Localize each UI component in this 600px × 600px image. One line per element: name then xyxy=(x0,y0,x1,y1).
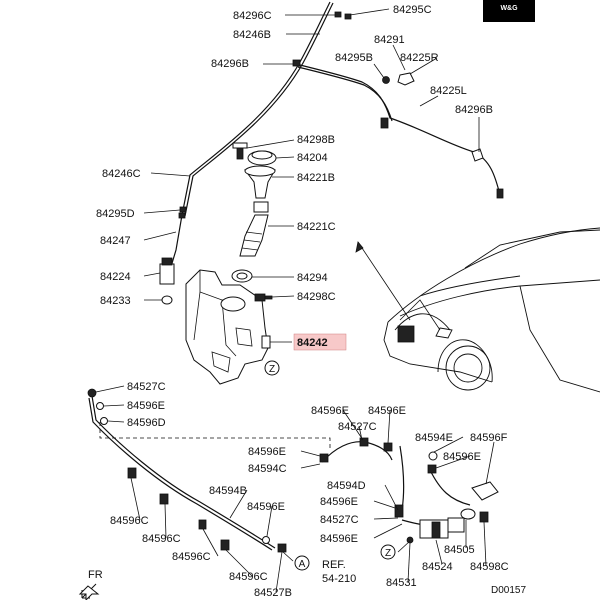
diagram-code: D00157 xyxy=(491,585,526,596)
ref-code: 54-210 xyxy=(322,573,356,585)
callout-z-lower-text: Z xyxy=(385,548,391,559)
label-84598C: 84598C xyxy=(470,561,509,573)
label-84594B: 84594B xyxy=(209,485,247,497)
label-84224: 84224 xyxy=(100,271,131,283)
label-84527B: 84527B xyxy=(254,587,292,599)
label-84596C-c: 84596C xyxy=(172,551,211,563)
label-84294: 84294 xyxy=(297,272,328,284)
label-84596E-a: 84596E xyxy=(127,400,165,412)
label-84527C-c: 84527C xyxy=(320,514,359,526)
label-84596C-d: 84596C xyxy=(229,571,268,583)
label-84594E: 84594E xyxy=(415,432,453,444)
label-84225L: 84225L xyxy=(430,85,467,97)
label-84596E-c: 84596E xyxy=(368,405,406,417)
label-84527C-b: 84527C xyxy=(338,421,377,433)
highlight-84242 xyxy=(293,333,347,351)
front-label: FR xyxy=(88,569,103,581)
label-84246B: 84246B xyxy=(233,29,271,41)
callout-z-lower: Z xyxy=(380,544,396,560)
part-labels: 84296C 84295C 84246B 84291 84296B 84295B… xyxy=(96,4,526,599)
label-84296B-a: 84296B xyxy=(211,58,249,70)
callout-z-upper: Z xyxy=(264,360,280,376)
label-84247: 84247 xyxy=(100,235,131,247)
ref-label: REF. xyxy=(322,559,346,571)
label-84596D: 84596D xyxy=(127,417,166,429)
label-84295B: 84295B xyxy=(335,52,373,64)
front-arrow: FR xyxy=(78,569,103,600)
label-84225R: 84225R xyxy=(400,52,439,64)
upper-hose-assembly xyxy=(169,1,504,271)
label-84242: 84242 xyxy=(297,337,328,349)
label-84298C: 84298C xyxy=(297,291,336,303)
label-84596E-b: 84596E xyxy=(311,405,349,417)
label-84594D: 84594D xyxy=(327,480,366,492)
label-84221C: 84221C xyxy=(297,221,336,233)
label-84596E-h: 84596E xyxy=(320,533,358,545)
reservoir-leader-lines xyxy=(143,139,295,343)
label-84233: 84233 xyxy=(100,295,131,307)
brand-logo-text: W&G xyxy=(500,5,518,12)
label-84204: 84204 xyxy=(297,152,328,164)
callout-z-upper-text: Z xyxy=(269,364,275,375)
label-84296C: 84296C xyxy=(233,10,272,22)
label-84527C-a: 84527C xyxy=(127,381,166,393)
label-84296B-b: 84296B xyxy=(455,104,493,116)
label-84594C: 84594C xyxy=(248,463,287,475)
label-84221B: 84221B xyxy=(297,172,335,184)
label-84246C: 84246C xyxy=(102,168,141,180)
vehicle-outline xyxy=(355,227,600,393)
label-84531: 84531 xyxy=(386,577,417,589)
label-84291: 84291 xyxy=(374,34,405,46)
label-84298B: 84298B xyxy=(297,134,335,146)
label-84505: 84505 xyxy=(444,544,475,556)
label-84524: 84524 xyxy=(422,561,453,573)
callout-a-text: A xyxy=(299,559,306,570)
reservoir-assembly xyxy=(159,142,277,385)
label-84295C: 84295C xyxy=(393,4,432,16)
label-84295D: 84295D xyxy=(96,208,135,220)
callout-a: A xyxy=(294,555,310,571)
lower-leader-lines xyxy=(95,385,495,593)
label-84596E-d: 84596E xyxy=(248,446,286,458)
label-84596E-f: 84596E xyxy=(247,501,285,513)
brand-logo: W&G xyxy=(483,0,535,22)
label-84596C-b: 84596C xyxy=(142,533,181,545)
label-84596F: 84596F xyxy=(470,432,508,444)
label-84596E-g: 84596E xyxy=(320,496,358,508)
lower-hose-assembly xyxy=(87,388,499,553)
upper-leader-lines xyxy=(143,8,480,241)
label-84596C-a: 84596C xyxy=(110,515,149,527)
label-84596E-e: 84596E xyxy=(443,451,481,463)
